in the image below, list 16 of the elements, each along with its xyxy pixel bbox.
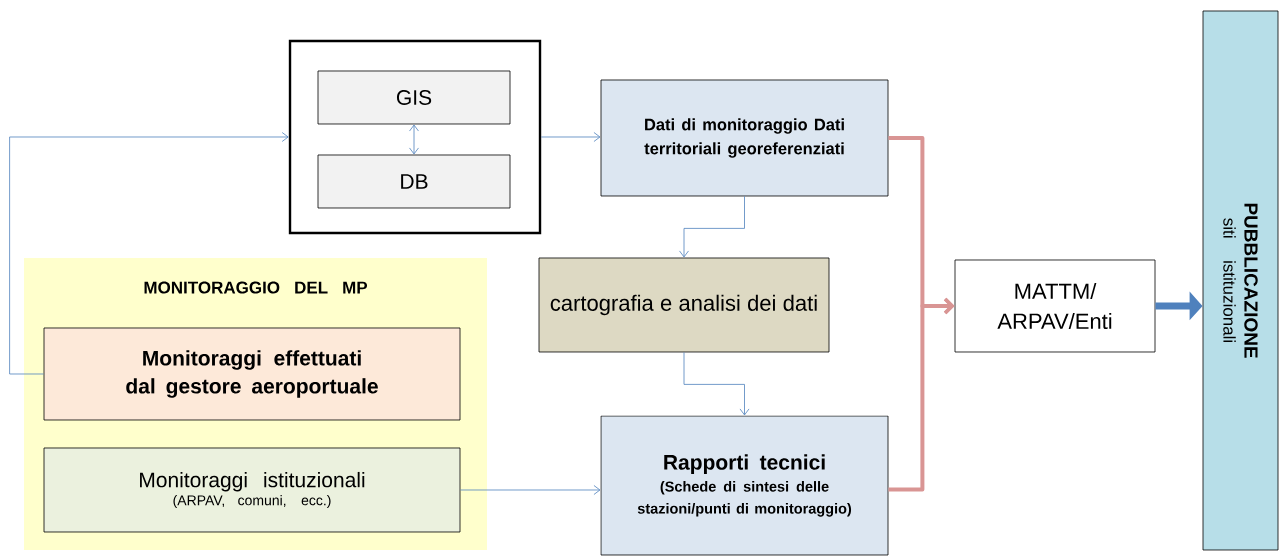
arrow [9,132,289,375]
arrow [679,196,745,258]
process-box: Rapporti tecnici (Schede di sintesi delle stazioni/punti di monitoraggio) [600,415,889,556]
process-box: cartografia e analisi dei dati [538,257,830,353]
process-box: Monitoraggi istituzionali (ARPAV, comuni, ecc.) [43,447,461,533]
arrow [540,132,601,142]
arrow [888,297,955,492]
publication-panel: PUBBLICAZIONE siti istituzionali [1202,10,1279,551]
arrow [460,485,601,495]
process-box: DB [317,154,511,209]
arrow [409,124,419,155]
process-box: GIS [317,70,511,125]
process-box: Dati di monitoraggio Dati territoriali georeferenziati [600,79,889,197]
process-box: MATTM/ ARPAV/Enti [954,259,1156,353]
arrow [683,352,750,416]
process-box: Monitoraggi effettuati dal gestore aeroportuale [43,327,461,421]
